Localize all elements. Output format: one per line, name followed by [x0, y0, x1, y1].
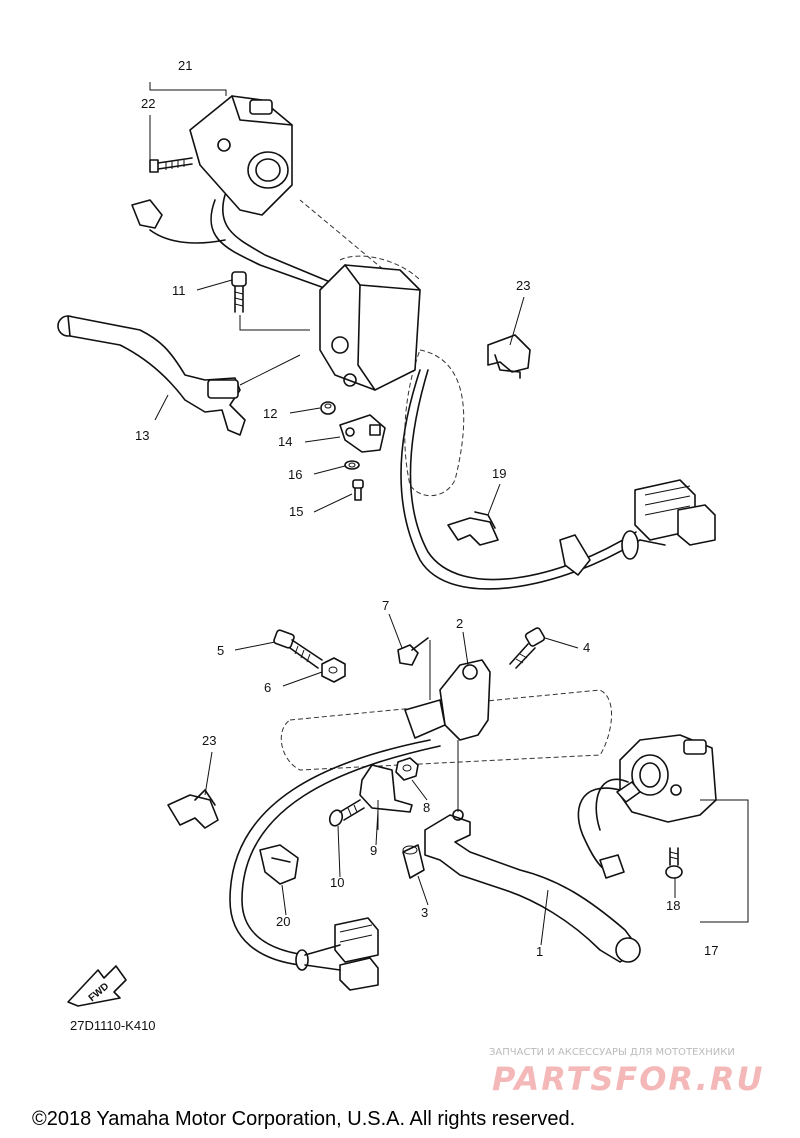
- brake-lever-1: [424, 740, 641, 963]
- callout-20: 20: [276, 914, 290, 929]
- callout-labels: 21 22 11 13 12 14 16 15 23 19 7 2 5 4 6 …: [135, 58, 718, 959]
- callout-22: 22: [141, 96, 155, 111]
- callout-15: 15: [289, 504, 303, 519]
- clip-19: [447, 511, 499, 546]
- callout-7: 7: [382, 598, 389, 613]
- callout-12: 12: [263, 406, 277, 421]
- bolt-4: [509, 627, 546, 669]
- callout-4: 4: [583, 640, 590, 655]
- screw-22: [149, 157, 193, 173]
- clip-20: [259, 844, 299, 885]
- lever-bracket: [319, 255, 421, 391]
- watermark-brand: PARTSFOR.RU: [492, 1060, 764, 1098]
- callout-18: 18: [666, 898, 680, 913]
- top-assembly: [57, 82, 716, 590]
- callout-5: 5: [217, 643, 224, 658]
- clip-23-top: [487, 334, 531, 379]
- callout-6: 6: [264, 680, 271, 695]
- screw-7: [397, 637, 429, 666]
- nut-12: [320, 401, 336, 415]
- left-switch-housing: [189, 95, 293, 216]
- callout-23-top: 23: [516, 278, 530, 293]
- callout-14: 14: [278, 434, 292, 449]
- bracket-2: [404, 640, 491, 741]
- callout-13: 13: [135, 428, 149, 443]
- screw-18: [665, 847, 683, 879]
- callout-23-bottom: 23: [202, 733, 216, 748]
- callout-21: 21: [178, 58, 192, 73]
- callout-16: 16: [288, 467, 302, 482]
- callout-8: 8: [423, 800, 430, 815]
- connector-bottom: [304, 917, 379, 991]
- collar-3: [402, 844, 425, 879]
- callout-2: 2: [456, 616, 463, 631]
- screw-15: [352, 479, 364, 501]
- callout-3: 3: [421, 905, 428, 920]
- nut-6: [321, 657, 346, 683]
- right-switch-housing: [619, 734, 717, 823]
- bottom-assembly: [167, 613, 749, 991]
- callout-1: 1: [536, 944, 543, 959]
- connector-top: [634, 479, 716, 546]
- screw-11: [231, 271, 310, 331]
- callout-10: 10: [330, 875, 344, 890]
- callout-9: 9: [370, 843, 377, 858]
- nut-8: [395, 757, 419, 781]
- callout-17: 17: [704, 943, 718, 958]
- bolt-5: [273, 629, 323, 669]
- washer-16: [344, 460, 360, 470]
- clutch-lever-13: [57, 315, 301, 436]
- callout-11: 11: [172, 283, 186, 298]
- copyright-notice: ©2018 Yamaha Motor Corporation, U.S.A. A…: [32, 1108, 575, 1130]
- screw-10: [328, 799, 365, 827]
- watermark: ЗАПЧАСТИ И АКСЕССУАРЫ ДЛЯ МОТОТЕХНИКИ PA…: [489, 1047, 764, 1098]
- watermark-subtitle: ЗАПЧАСТИ И АКСЕССУАРЫ ДЛЯ МОТОТЕХНИКИ: [489, 1047, 735, 1058]
- fwd-arrow-icon: FWD: [67, 965, 127, 1007]
- callout-19: 19: [492, 466, 506, 481]
- diagram-code: 27D1110-K410: [70, 1018, 156, 1033]
- clutch-switch-14: [339, 414, 386, 453]
- clip-23-bottom: [167, 789, 219, 829]
